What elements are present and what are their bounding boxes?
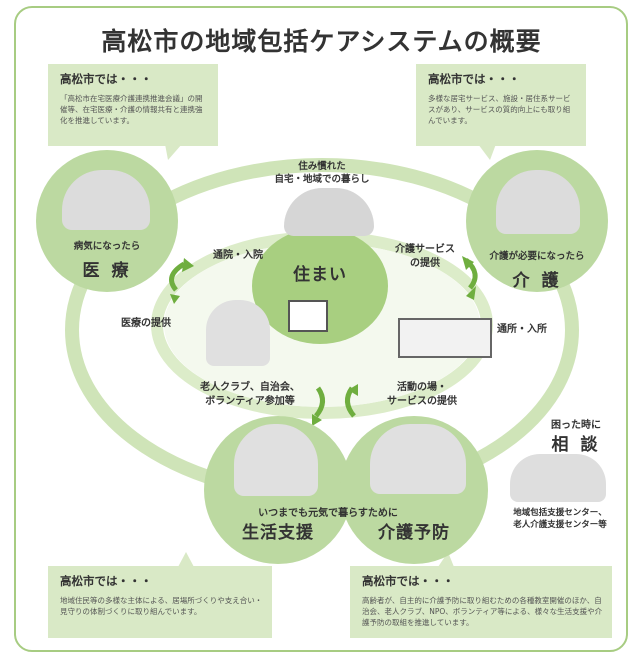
note-body: 多様な居宅サービス、施設・居住系サービスがあり、サービスの質的向上にも取り組んで… xyxy=(428,94,571,125)
medical-main-label: 医 療 xyxy=(82,261,132,281)
consult-center-label-1: 地域包括支援センター、 xyxy=(513,508,607,518)
note-top-left: 高松市では・・・ 「高松市在宅医療介護連携推進会議」の開催等、在宅医療・介護の情… xyxy=(48,64,218,146)
note-heading: 高松市では・・・ xyxy=(362,574,454,588)
care-main-label: 介 護 xyxy=(512,271,562,291)
arrow-head-3 xyxy=(462,256,474,270)
note-heading: 高松市では・・・ xyxy=(60,72,152,86)
clubs-label-2: ボランティア参加等 xyxy=(205,396,295,407)
people-illustration-care xyxy=(496,170,580,234)
facility-icon xyxy=(398,318,492,358)
day-care-label: 通所・入所 xyxy=(497,324,547,335)
note-bottom-left: 高松市では・・・ 地域住民等の多様な主体による、居場所づくりや支え合い・見守りの… xyxy=(48,566,272,638)
care-service-label-1: 介護サービス xyxy=(395,244,455,255)
consult-main-label: 相 談 xyxy=(551,435,601,455)
arrow-head-6 xyxy=(348,384,358,396)
note-heading: 高松市では・・・ xyxy=(60,574,152,588)
people-illustration-walkers xyxy=(206,300,270,366)
lively-label: いつまでも元気で暮らすために xyxy=(258,508,398,519)
house-icon xyxy=(288,300,328,332)
arrow-head-5 xyxy=(312,414,322,426)
note-heading: 高松市では・・・ xyxy=(428,72,520,86)
consult-sub-label: 困った時に xyxy=(551,420,601,431)
medical-provision-label: 医療の提供 xyxy=(121,318,171,329)
activity-label-1: 活動の場・ xyxy=(397,382,447,393)
activity-label-2: サービスの提供 xyxy=(387,396,457,407)
arrow-head-1 xyxy=(182,258,194,272)
note-body: 地域住民等の多様な主体による、居場所づくりや支え合い・見守りの体制づくりに取り組… xyxy=(60,596,263,616)
prevention-main-label: 介護予防 xyxy=(378,523,450,543)
note-top-right: 高松市では・・・ 多様な居宅サービス、施設・居住系サービスがあり、サービスの質的… xyxy=(416,64,586,146)
note-body: 高齢者が、自主的に介護予防に取り組むための各種教室開催のほか、自治会、老人クラブ… xyxy=(362,596,603,627)
living-support-main-label: 生活支援 xyxy=(242,523,314,543)
people-illustration-consult xyxy=(510,454,606,502)
note-tail-top-right xyxy=(478,144,496,160)
people-illustration-support xyxy=(234,424,318,496)
page-title: 高松市の地域包括ケアシステムの概要 xyxy=(101,27,542,56)
note-body: 「高松市在宅医療介護連携推進会議」の開催等、在宅医療・介護の情報共有と連携強化を… xyxy=(60,94,203,125)
people-illustration-medical xyxy=(62,170,150,230)
hospital-label: 通院・入院 xyxy=(213,250,263,261)
arrow-medical-housing xyxy=(169,261,186,292)
arrow-support-housing xyxy=(314,386,325,418)
home-life-label-2: 自宅・地域での暮らし xyxy=(274,174,370,185)
people-illustration-housing xyxy=(284,188,374,236)
housing-main-label: 住まい xyxy=(293,265,347,285)
medical-sub-label: 病気になったら xyxy=(73,241,141,252)
arrow-head-4 xyxy=(466,286,476,300)
consult-center-label-2: 老人介護支援センター等 xyxy=(513,520,607,530)
note-tail-bottom-left xyxy=(178,552,194,567)
care-service-label-2: の提供 xyxy=(410,258,440,269)
note-bottom-right: 高松市では・・・ 高齢者が、自主的に介護予防に取り組むための各種教室開催のほか、… xyxy=(350,566,612,638)
note-tail-top-left xyxy=(165,144,182,160)
clubs-label-1: 老人クラブ、自治会、 xyxy=(200,382,300,393)
care-sub-label: 介護が必要になったら xyxy=(489,251,585,262)
arrow-head-2 xyxy=(170,294,180,304)
note-tail-bottom-right xyxy=(438,552,454,567)
people-illustration-prevention xyxy=(370,424,466,494)
home-life-label-1: 住み慣れた xyxy=(298,161,346,172)
